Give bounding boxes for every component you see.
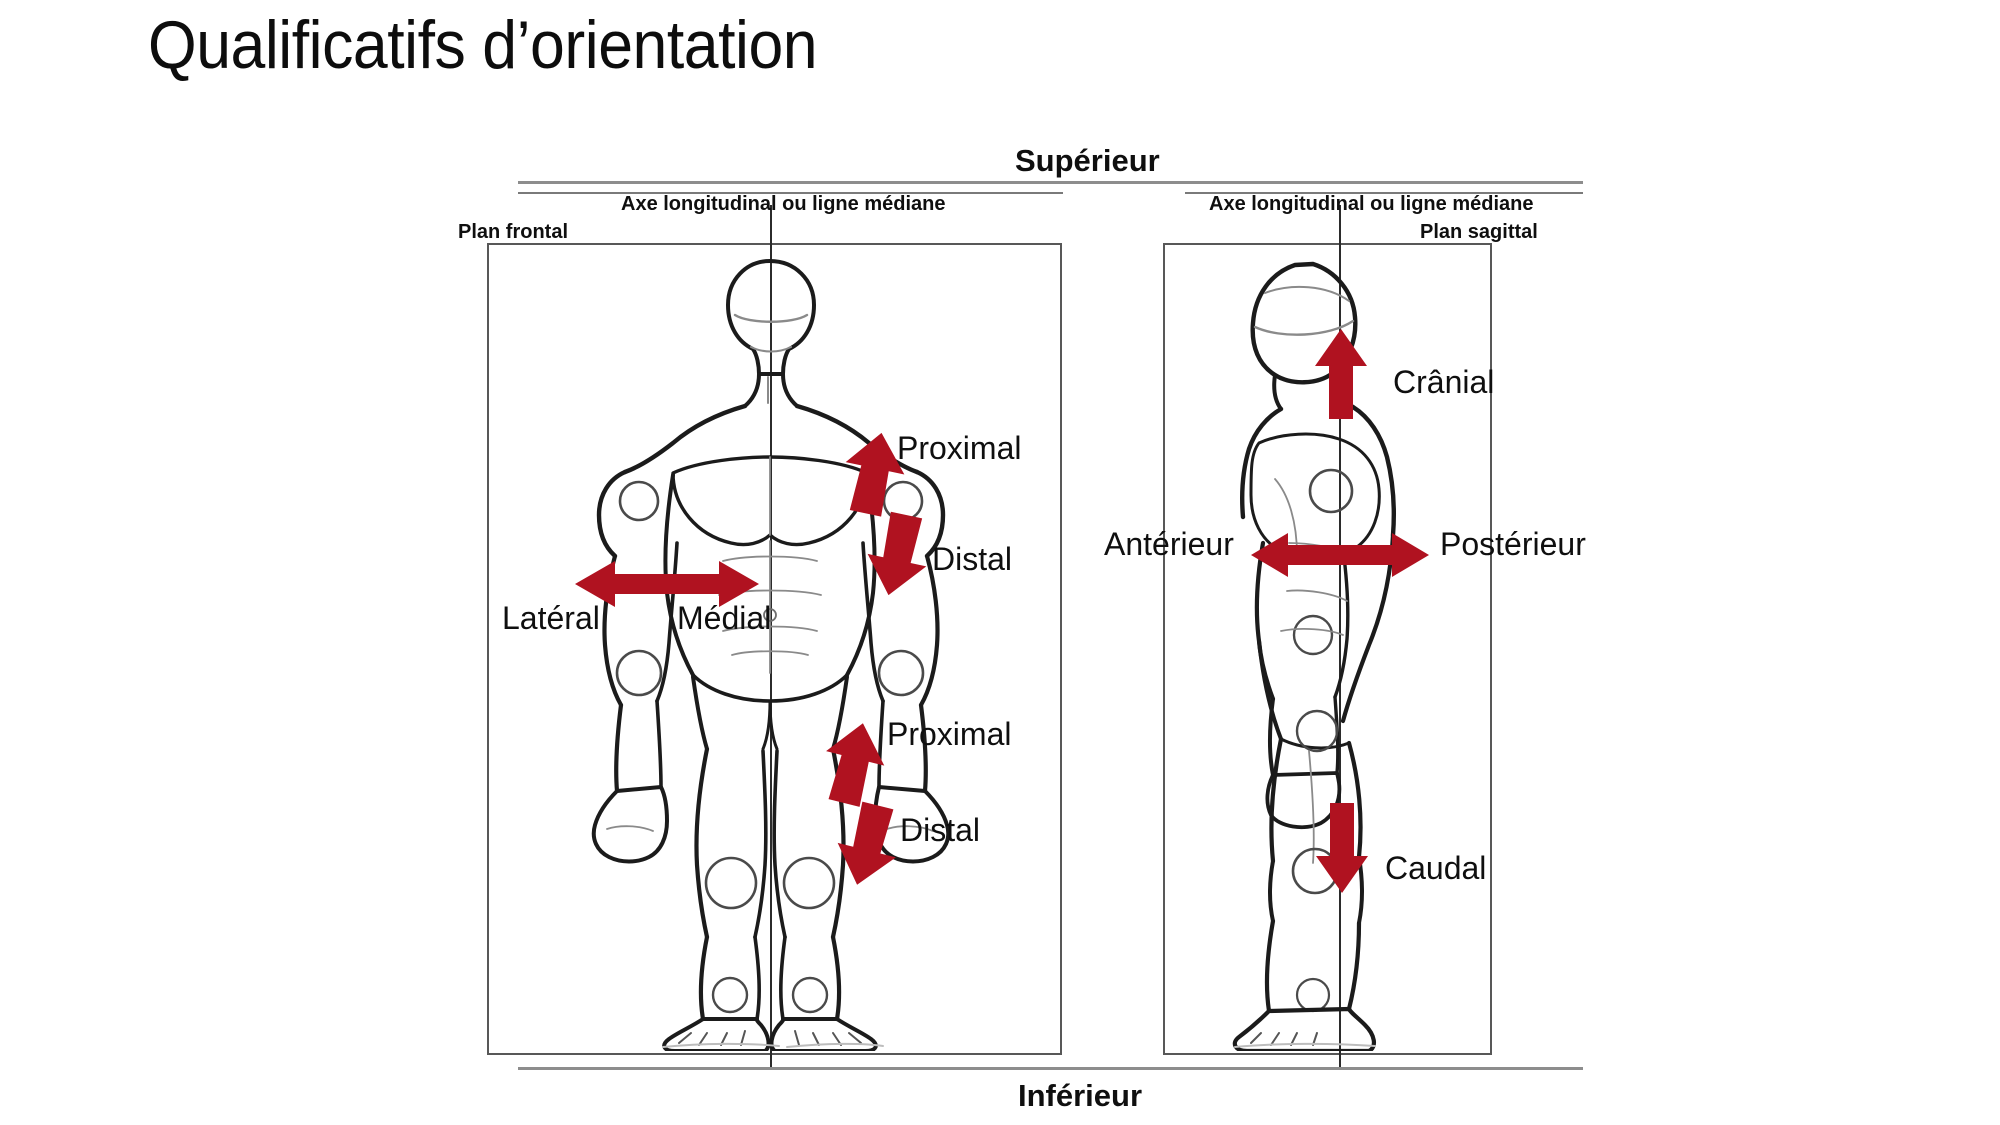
superior-reference-line <box>518 181 1583 184</box>
label-distal-arm: Distal <box>932 541 1013 577</box>
arrow-proximal-leg-icon <box>826 723 885 807</box>
sagittal-axis-rule <box>1185 192 1583 194</box>
arrow-distal-arm-icon <box>867 511 927 596</box>
label-distal-leg: Distal <box>900 812 981 848</box>
frontal-axis-rule <box>518 192 1063 194</box>
sagittal-median-axis-line <box>1339 205 1341 1067</box>
label-posterieur: Postérieur <box>1440 526 1586 562</box>
arrow-posterieur-icon <box>1339 533 1429 577</box>
label-plan-frontal: Plan frontal <box>458 221 569 243</box>
label-proximal-leg: Proximal <box>887 716 1012 752</box>
frontal-median-axis-line <box>770 205 772 1067</box>
arrow-caudal-icon <box>1316 803 1368 893</box>
anterior-body-figure <box>591 259 951 1051</box>
sagittal-plane-box <box>1163 243 1492 1055</box>
label-proximal-arm: Proximal <box>897 430 1022 466</box>
label-anterieur: Antérieur <box>1104 526 1234 562</box>
label-medial: Médial <box>677 600 772 636</box>
arrow-cranial-icon <box>1315 329 1367 419</box>
arrow-distal-leg-icon <box>837 801 896 885</box>
lateral-body-figure <box>1232 261 1396 1051</box>
page-title: Qualificatifs d’orientation <box>148 7 818 83</box>
arrow-medial-icon <box>657 561 759 607</box>
arrow-anterieur-icon <box>1251 533 1341 577</box>
inferior-reference-line <box>518 1067 1583 1070</box>
label-cranial: Crânial <box>1393 364 1495 400</box>
arrow-lateral-icon <box>575 561 677 607</box>
label-superior: Supérieur <box>1015 143 1160 178</box>
frontal-plane-box <box>487 243 1062 1055</box>
label-frontal-axis: Axe longitudinal ou ligne médiane <box>621 193 946 215</box>
label-inferior: Inférieur <box>1018 1078 1143 1113</box>
arrow-proximal-arm-icon <box>845 432 905 517</box>
label-plan-sagittal: Plan sagittal <box>1420 221 1538 243</box>
label-sagittal-axis: Axe longitudinal ou ligne médiane <box>1209 193 1534 215</box>
label-caudal: Caudal <box>1385 850 1487 886</box>
label-lateral: Latéral <box>502 600 600 636</box>
